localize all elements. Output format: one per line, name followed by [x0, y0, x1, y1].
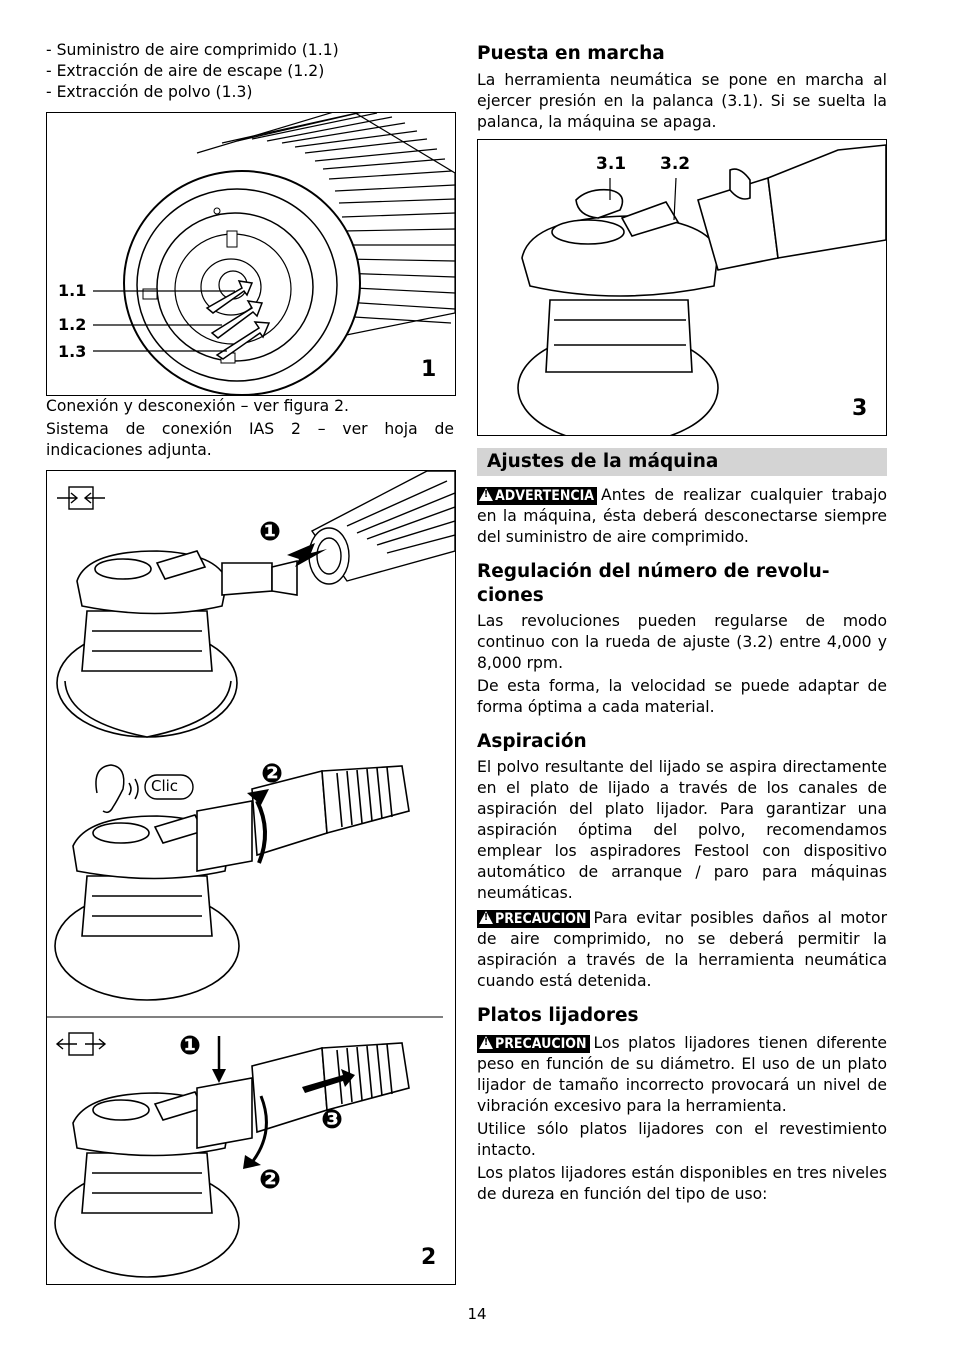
caution-badge: PRECAUCION: [477, 910, 590, 928]
left-column: - Suministro de aire comprimido (1.1) - …: [46, 40, 456, 103]
right-column: Puesta en marcha La herramienta neumátic…: [477, 42, 887, 133]
step-3-bottom: ❸: [321, 1105, 344, 1135]
warning-icon: [479, 488, 493, 501]
page-number: 14: [467, 1305, 487, 1323]
clic-label: Clic: [151, 777, 179, 795]
heading-platos: Platos lijadores: [477, 1005, 639, 1026]
figure-1-number: 1: [421, 357, 437, 382]
para-platos-2: Utilice sólo platos lijadores con el rev…: [477, 1120, 887, 1159]
list-item-dust: - Extracción de polvo (1.3): [46, 83, 253, 101]
ear-icon: [95, 764, 139, 814]
figure-3-number: 3: [852, 396, 868, 421]
heading-puesta-en-marcha: Puesta en marcha: [477, 43, 665, 64]
warning-badge: ADVERTENCIA: [477, 487, 598, 505]
callout-1-1: 1.1: [58, 281, 87, 300]
para-platos-3: Los platos lijadores están disponibles e…: [477, 1164, 887, 1203]
disconnect-icon: [55, 1032, 107, 1056]
sander-connection-illustration: [47, 471, 455, 1278]
sander-lever-illustration: [517, 144, 886, 435]
list-item-exhaust: - Extracción de aire de escape (1.2): [46, 62, 325, 80]
para-regulacion-1: Las revoluciones pueden regularse de mod…: [477, 612, 887, 672]
heading-aspiracion: Aspiración: [477, 731, 587, 752]
para-aspiracion: El polvo resultante del lijado se aspira…: [477, 758, 887, 902]
heading-regulacion: Regulación del número de revolu-ciones: [477, 561, 830, 606]
callout-3-2: 3.2: [660, 154, 691, 174]
para-regulacion-2: De esta forma, la velocidad se puede ada…: [477, 677, 887, 716]
caution-badge-2: PRECAUCION: [477, 1035, 590, 1053]
callout-3-1: 3.1: [596, 154, 627, 174]
step-2-bottom: ❷: [259, 1165, 282, 1195]
figure-1: 1.1 1.2 1.3 1: [46, 112, 456, 396]
callout-1-2: 1.2: [58, 315, 87, 334]
para-ias2: Sistema de conexión IAS 2 – ver hoja de …: [46, 420, 454, 459]
figure-2: ❶ ❷ Clic ❶ ❸ ❷ 2: [46, 470, 456, 1285]
section-ajustes: Ajustes de la máquina: [477, 448, 887, 476]
step-1-bottom: ❶: [179, 1031, 202, 1061]
step-1-top: ❶: [259, 517, 282, 547]
figure-2-number: 2: [421, 1245, 437, 1270]
list-item-air-supply: - Suministro de aire comprimido (1.1): [46, 41, 339, 59]
left-paragraphs: Conexión y desconexión – ver figura 2. S…: [46, 396, 454, 461]
warning-icon: [479, 911, 493, 924]
step-2-top: ❷: [261, 759, 284, 789]
warning-icon: [479, 1036, 493, 1049]
callout-1-3: 1.3: [58, 342, 87, 361]
para-puesta-en-marcha: La herramienta neumática se pone en marc…: [477, 71, 887, 131]
connect-icon: [57, 486, 105, 510]
hose-connector-illustration: [93, 113, 455, 395]
figure-3: 3.1 3.2 3: [477, 139, 887, 436]
para-connection: Conexión y desconexión – ver figura 2.: [46, 397, 349, 415]
